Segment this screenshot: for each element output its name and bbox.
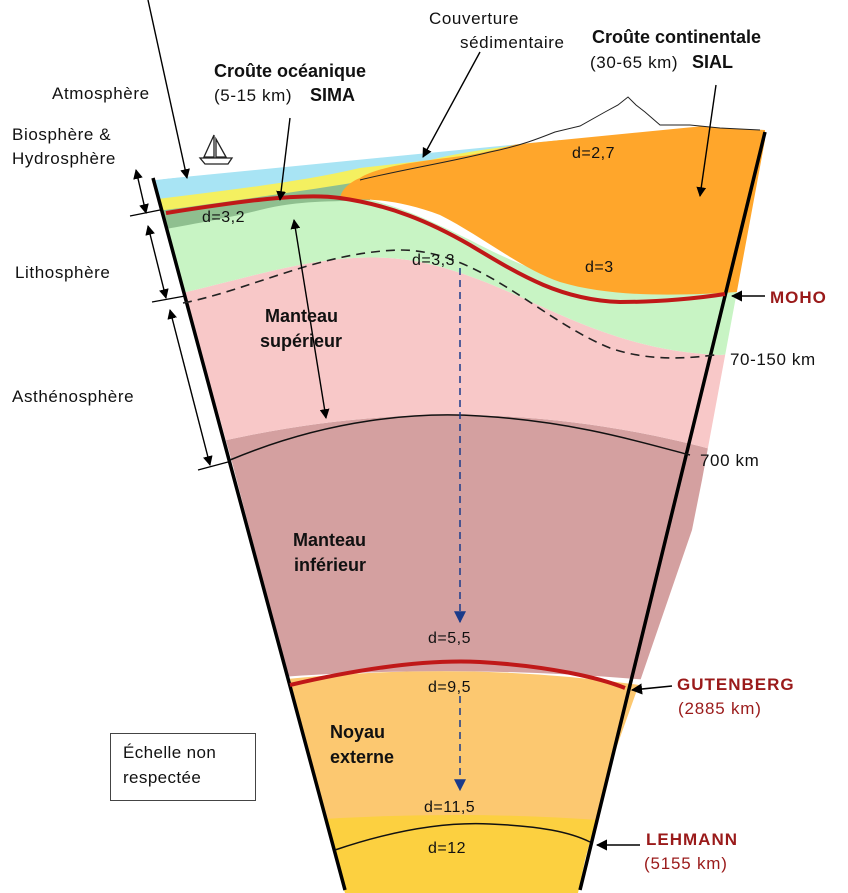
density-continental-base: d=3	[585, 259, 614, 276]
biosphere-label-line1: Biosphère &	[12, 125, 111, 144]
oceanic-crust-title: Croûte océanique	[214, 61, 366, 81]
gutenberg-label: GUTENBERG	[677, 675, 795, 694]
lehmann-label: LEHMANN	[646, 830, 738, 849]
scale-note-line2: respectée	[123, 768, 201, 788]
density-inner-core: d=12	[428, 840, 466, 857]
gutenberg-depth-label: (2885 km)	[678, 699, 762, 718]
upper-mantle-label-line1: Manteau	[265, 306, 338, 326]
continental-crust-title: Croûte continentale	[592, 27, 761, 47]
density-continental-surface: d=2,7	[572, 145, 615, 162]
lithosphere-bracket	[148, 226, 166, 298]
density-outer-core-base: d=11,5	[424, 799, 475, 816]
lithosphere-label: Lithosphère	[15, 263, 110, 282]
sedimentary-label-line1: Couverture	[429, 9, 519, 28]
biosphere-bracket	[136, 170, 146, 213]
outer-core-label-line1: Noyau	[330, 722, 385, 742]
upper-mantle-label-line2: supérieur	[260, 331, 342, 351]
lower-mantle-label-line2: inférieur	[294, 555, 366, 575]
sediment-pointer	[423, 52, 480, 157]
continental-crust-name: SIAL	[692, 52, 733, 72]
tick-mark	[152, 296, 185, 302]
oceanic-crust-depth: (5-15 km)	[214, 86, 292, 105]
asthenosphere-label: Asthénosphère	[12, 387, 134, 406]
density-lower-mantle-base: d=5,5	[428, 630, 471, 647]
outer-core-label-line2: externe	[330, 747, 394, 767]
density-oceanic-crust: d=3,2	[202, 209, 245, 226]
density-lithospheric-mantle: d=3,3	[412, 252, 455, 269]
boat-icon	[200, 135, 232, 164]
depth-700-label: 700 km	[700, 451, 759, 470]
atmosphere-pointer	[148, 0, 187, 178]
lab-depth-label: 70-150 km	[730, 350, 816, 369]
oceanic-crust-name: SIMA	[310, 85, 355, 105]
density-outer-core-top: d=9,5	[428, 679, 471, 696]
lower-mantle-label-line1: Manteau	[293, 530, 366, 550]
scale-note-box: Échelle non respectée	[110, 733, 256, 801]
atmosphere-label: Atmosphère	[52, 84, 150, 103]
biosphere-label-line2: Hydrosphère	[12, 149, 116, 168]
lehmann-depth-label: (5155 km)	[644, 854, 728, 873]
scale-note-line1: Échelle non	[123, 743, 216, 763]
sedimentary-label-line2: sédimentaire	[460, 33, 565, 52]
tick-mark	[198, 462, 228, 470]
moho-label: MOHO	[770, 288, 827, 307]
continental-crust-depth: (30-65 km)	[590, 53, 678, 72]
